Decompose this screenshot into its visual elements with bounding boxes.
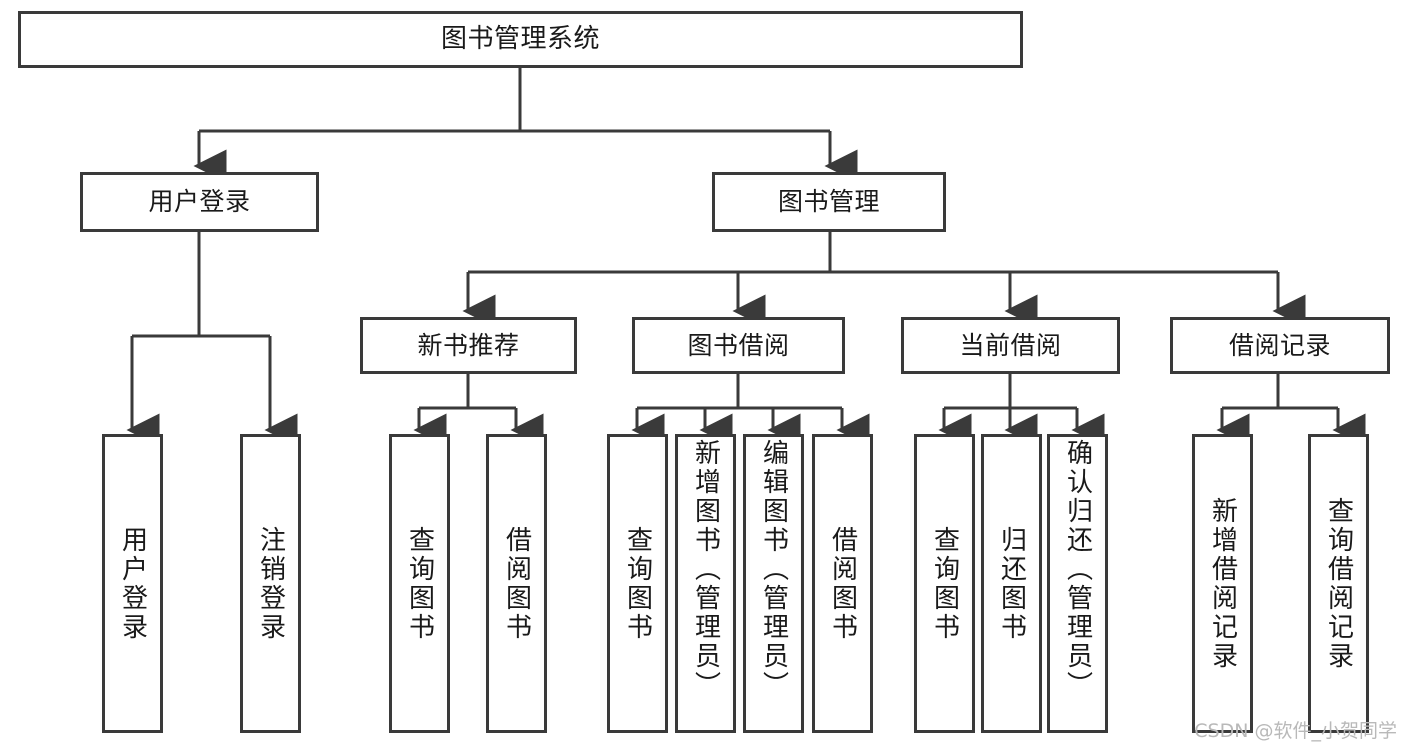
node-user-login[interactable]: 用户登录 [80,172,319,232]
node-leaf-query-book-current[interactable]: 查询图书 [914,434,975,733]
node-leaf-borrow-book-recommend[interactable]: 借阅图书 [486,434,547,733]
node-current-borrow[interactable]: 当前借阅 [901,317,1120,374]
node-leaf-edit-book-admin[interactable]: 编辑图书（管理员） [743,434,804,733]
node-label: 新增图书（管理员） [690,439,721,700]
node-label: 用户登录 [148,187,251,216]
node-root-book-management-system[interactable]: 图书管理系统 [18,11,1023,68]
node-label: 确认归还（管理员） [1062,439,1093,700]
node-leaf-user-login[interactable]: 用户登录 [102,434,163,733]
node-label: 借阅图书 [827,525,858,642]
node-book-borrow[interactable]: 图书借阅 [632,317,845,374]
node-leaf-add-borrow-record[interactable]: 新增借阅记录 [1192,434,1253,733]
node-new-book-recommend[interactable]: 新书推荐 [360,317,577,374]
node-leaf-query-book-borrow[interactable]: 查询图书 [607,434,668,733]
node-label: 借阅记录 [1228,330,1331,360]
node-borrow-record[interactable]: 借阅记录 [1170,317,1390,374]
node-leaf-query-book-recommend[interactable]: 查询图书 [389,434,450,733]
node-label: 归还图书 [996,525,1027,642]
node-label: 查询图书 [404,525,435,642]
node-label: 图书管理 [777,187,880,216]
node-label: 编辑图书（管理员） [758,439,789,700]
node-label: 查询图书 [929,525,960,642]
csdn-watermark: CSDN @软件_小贺同学 [1194,720,1397,742]
node-label: 新书推荐 [417,330,520,360]
node-leaf-add-book-admin[interactable]: 新增图书（管理员） [675,434,736,733]
node-book-management[interactable]: 图书管理 [712,172,946,232]
node-label: 查询借阅记录 [1323,496,1354,671]
node-leaf-return-book[interactable]: 归还图书 [981,434,1042,733]
node-label: 新增借阅记录 [1207,496,1238,671]
node-label: 查询图书 [622,525,653,642]
node-leaf-query-borrow-record[interactable]: 查询借阅记录 [1308,434,1369,733]
node-label: 图书管理系统 [440,23,600,54]
node-label: 注销登录 [255,525,286,642]
node-leaf-logout-login[interactable]: 注销登录 [240,434,301,733]
node-label: 图书借阅 [687,330,790,360]
node-leaf-borrow-book[interactable]: 借阅图书 [812,434,873,733]
node-label: 当前借阅 [959,330,1062,360]
node-label: 用户登录 [117,525,148,642]
node-label: 借阅图书 [501,525,532,642]
node-leaf-confirm-return-admin[interactable]: 确认归还（管理员） [1047,434,1108,733]
